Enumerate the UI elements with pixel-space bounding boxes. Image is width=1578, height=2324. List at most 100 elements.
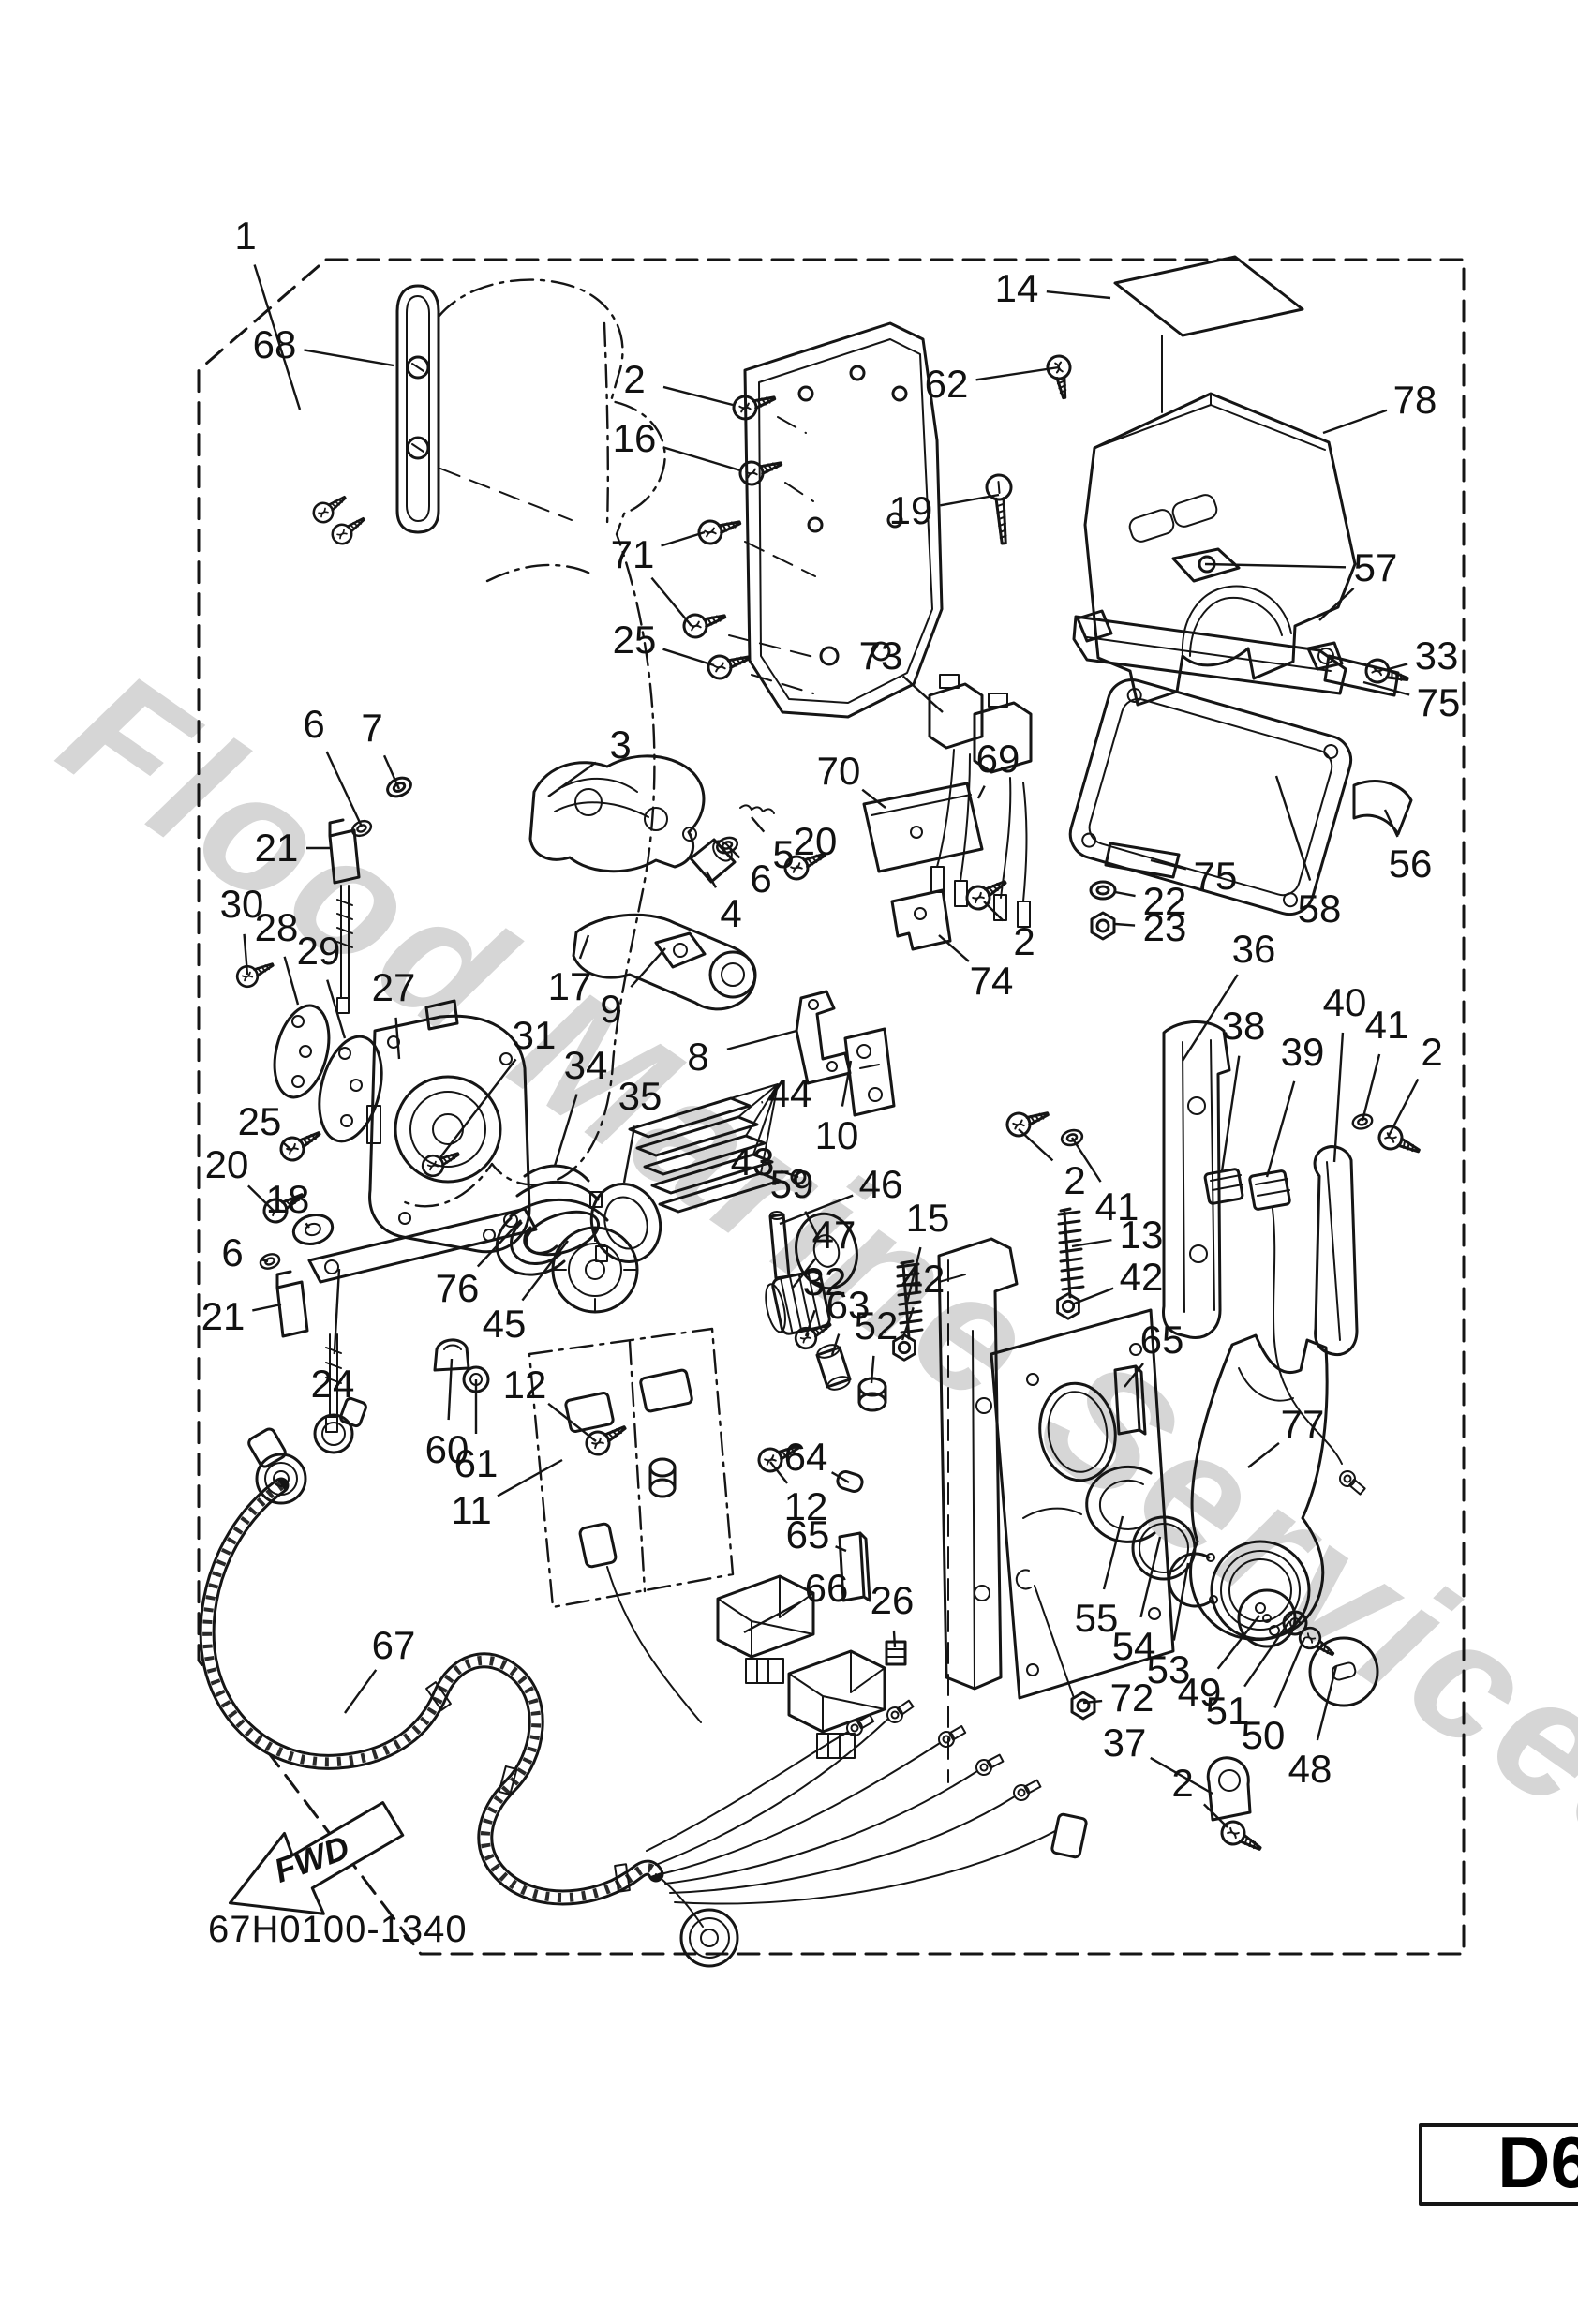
part-label-48: 48 (1288, 1747, 1332, 1791)
part-label-25: 25 (613, 618, 657, 662)
page-ref: D6 (1419, 2121, 1578, 2206)
part-label-2: 2 (1171, 1761, 1193, 1805)
part-label-44: 44 (768, 1071, 812, 1115)
part-label-1: 1 (234, 214, 256, 258)
gear-47 (765, 1270, 831, 1335)
part-label-51: 51 (1206, 1689, 1250, 1733)
part-label-33: 33 (1415, 633, 1459, 678)
part-label-77: 77 (1281, 1402, 1325, 1446)
leader-line-63 (830, 1333, 841, 1356)
part-label-2: 2 (623, 357, 645, 401)
leader-line-15 (905, 1246, 922, 1304)
leader-line-6 (728, 846, 741, 859)
leader-line-20 (796, 865, 799, 869)
leader-line-14 (1046, 290, 1111, 300)
leader-line-1 (253, 264, 302, 410)
leader-line-11 (497, 1458, 563, 1497)
bracket-8 (795, 990, 852, 1085)
leader-line-72 (1082, 1699, 1103, 1705)
part-label-66: 66 (805, 1566, 849, 1610)
part-label-26: 26 (871, 1578, 915, 1622)
resistor-44 (628, 1083, 782, 1214)
ball-43 (790, 1169, 807, 1185)
leader-line-47 (792, 1258, 817, 1289)
leader-line-48 (1316, 1665, 1338, 1741)
round-connector-2 (313, 1396, 367, 1454)
part-label-63: 63 (826, 1283, 871, 1327)
part-label-61: 61 (454, 1441, 499, 1485)
plate-70 (862, 782, 984, 873)
leader-line-8 (726, 1029, 797, 1050)
clip-56 (1352, 780, 1413, 836)
module-body (937, 1237, 1019, 1783)
part-label-57: 57 (1354, 545, 1398, 589)
connectors-11 (564, 1368, 702, 1723)
washer-41a (1349, 1111, 1376, 1132)
plate-10 (843, 1027, 896, 1117)
part-label-6: 6 (750, 857, 771, 901)
leader-line-9 (630, 947, 666, 988)
bar-75-upper (1323, 654, 1400, 697)
part-label-12: 12 (503, 1363, 547, 1407)
part-label-55: 55 (1075, 1596, 1119, 1640)
leader-line-12 (769, 1461, 789, 1484)
leader-line-60 (447, 1358, 454, 1421)
connector-38 (1203, 1168, 1244, 1205)
leader-line-51 (1243, 1620, 1290, 1688)
branch-wires (646, 1718, 1056, 1905)
leader-line-7 (382, 754, 401, 790)
leader-line-75 (1362, 680, 1410, 696)
screw-62 (1044, 352, 1078, 402)
leader-line-23 (1114, 922, 1136, 927)
collar-55 (1085, 1465, 1156, 1543)
lever-17 (572, 913, 757, 1011)
part-label-19: 19 (889, 488, 933, 532)
leader-line-13 (1071, 1238, 1112, 1248)
leader-line-46 (779, 1194, 854, 1226)
part-label-20: 20 (205, 1142, 249, 1186)
part-label-46: 46 (859, 1162, 903, 1206)
part-label-2: 2 (1013, 919, 1035, 963)
leader-line-38 (1220, 1055, 1241, 1172)
plate-28 (273, 1004, 331, 1099)
part-label-2: 2 (1064, 1158, 1085, 1202)
leader-line-21 (252, 1303, 282, 1312)
leader-line-42 (1071, 1287, 1114, 1306)
leader-line-52 (870, 1355, 875, 1384)
clip-26 (885, 1640, 907, 1666)
part-label-56: 56 (1389, 842, 1433, 886)
part-label-7: 7 (361, 706, 382, 750)
leader-line-25 (281, 1140, 293, 1152)
leader-line-43 (781, 1169, 799, 1179)
part-label-41: 41 (1095, 1184, 1139, 1229)
part-label-65: 65 (1140, 1318, 1184, 1362)
part-label-42: 42 (1120, 1255, 1164, 1299)
screw-2d (1003, 1101, 1053, 1140)
leader-line-12 (547, 1402, 597, 1442)
plate-29 (318, 1035, 383, 1143)
leader-line-3 (547, 761, 597, 797)
part-label-39: 39 (1281, 1030, 1325, 1074)
leader-line-20 (247, 1184, 275, 1212)
wedge-75-lower (1104, 842, 1181, 879)
leader-line-67 (344, 1669, 378, 1714)
leader-line-64 (830, 1471, 850, 1484)
part-label-6: 6 (221, 1230, 243, 1274)
ghost-module-11 (528, 1327, 735, 1609)
leader-line-40 (1332, 1032, 1345, 1163)
part-label-52: 52 (855, 1304, 899, 1348)
part-label-32: 32 (803, 1259, 847, 1304)
swivel-9 (654, 931, 707, 969)
part-label-73: 73 (859, 633, 903, 678)
bracket-3 (528, 754, 706, 873)
part-label-64: 64 (784, 1435, 828, 1479)
retainer-clip-68 (308, 284, 573, 549)
bolt-19 (984, 472, 1018, 546)
part-label-35: 35 (618, 1074, 662, 1118)
part-label-20: 20 (794, 819, 838, 863)
harness-67 (199, 1396, 1088, 1968)
clamp-60 (433, 1338, 470, 1372)
part-label-5: 5 (772, 832, 794, 876)
leader-line-66 (743, 1601, 801, 1634)
